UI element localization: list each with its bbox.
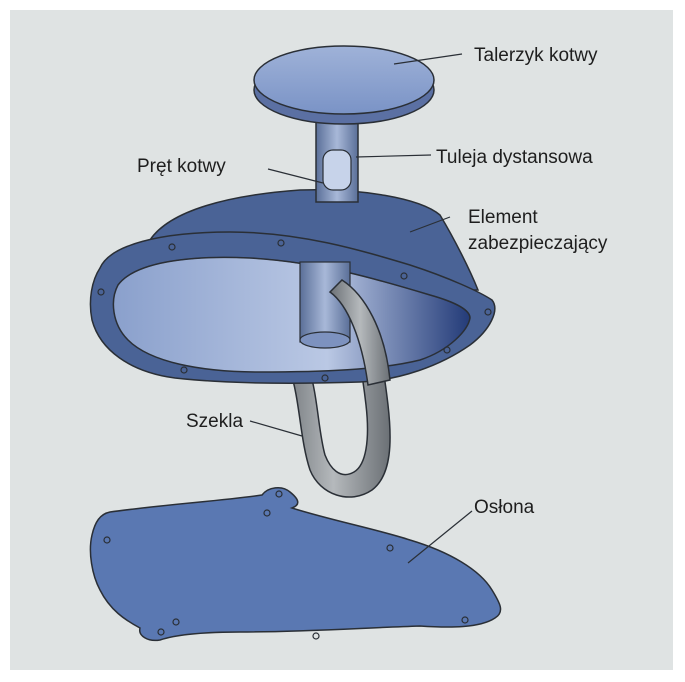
leader-shackle: [250, 421, 302, 436]
label-securing-element-line2: zabezpieczający: [468, 232, 607, 255]
securing-element-part: [90, 190, 494, 383]
leader-spacer-sleeve: [356, 155, 431, 157]
cover-part: [90, 488, 500, 641]
label-shackle: Szekla: [186, 410, 243, 433]
anchor-plate-part: [254, 46, 434, 124]
label-anchor-plate: Talerzyk kotwy: [474, 44, 598, 67]
label-anchor-rod: Pręt kotwy: [137, 155, 226, 178]
anchor-rod-part: [316, 112, 358, 202]
label-cover: Osłona: [474, 496, 534, 519]
label-securing-element-line1: Element: [468, 206, 538, 229]
leader-anchor-rod: [268, 169, 323, 183]
label-spacer-sleeve: Tuleja dystansowa: [436, 146, 593, 169]
